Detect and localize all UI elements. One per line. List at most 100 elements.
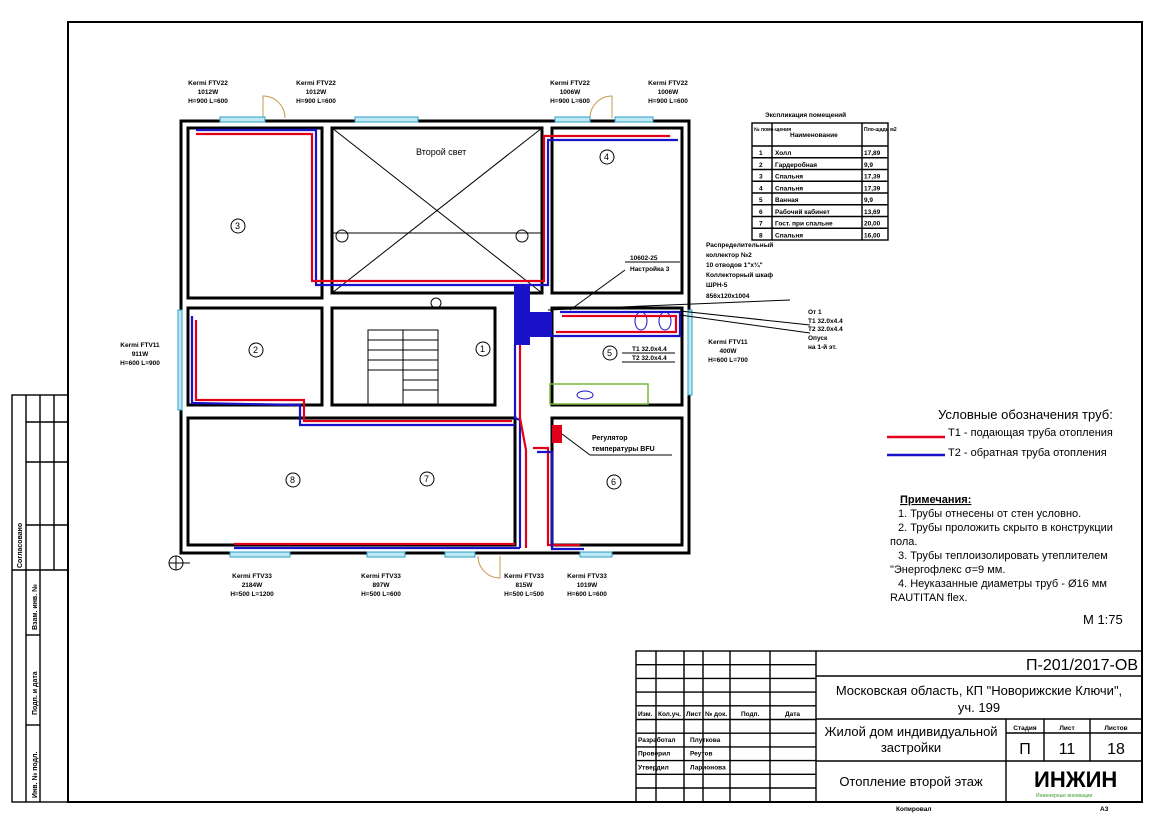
role-label: Проверил <box>638 751 670 758</box>
label: Kermi FTV22 <box>188 80 228 87</box>
label: Рабочий кабинет <box>775 208 830 216</box>
label: 1012W <box>306 89 327 96</box>
label: H=500 L=500 <box>504 591 544 598</box>
label: RAUTITAN flex. <box>890 592 967 604</box>
label: H=900 L=600 <box>296 98 336 105</box>
label: H=500 L=1200 <box>230 591 274 598</box>
label: H=500 L=600 <box>361 591 401 598</box>
label: температуры BFU <box>592 446 655 453</box>
sheet-title: Отопление второй этаж <box>839 774 983 789</box>
label: Пло-щадь м2 <box>864 127 897 133</box>
sheet-value: 11 <box>1059 741 1076 758</box>
room-number: 8 <box>290 475 295 485</box>
label: Холл <box>775 150 791 157</box>
room-numbers: 1 2 3 4 5 6 7 8 <box>230 149 622 490</box>
label: 20,00 <box>864 221 881 228</box>
label: Листов <box>1104 725 1127 732</box>
stamp-label: Взам. инв. № <box>31 584 39 630</box>
label: 1019W <box>577 582 598 589</box>
role-person: Плуткова <box>690 737 721 744</box>
label: ИНЖИН <box>1034 767 1117 792</box>
toilet <box>634 311 648 331</box>
label: 4. Неуказанные диаметры труб - Ø16 мм <box>898 578 1107 590</box>
valve-label: 10602-25 <box>630 255 658 262</box>
label: H=600 L=900 <box>120 360 160 367</box>
label: 6 <box>759 209 763 216</box>
column-header: Кол.уч. <box>658 711 681 718</box>
room-number: 1 <box>480 344 485 354</box>
column-header: № док. <box>705 711 727 718</box>
label: Распределительный <box>706 241 773 249</box>
label: Kermi FTV33 <box>504 573 544 580</box>
label: 9,9 <box>864 197 873 204</box>
explication-title: Экспликация помещений <box>765 111 846 119</box>
room-number: 5 <box>607 348 612 358</box>
label: "Энергофлекс σ=9 мм. <box>890 564 1005 576</box>
role-label: Разработал <box>638 736 676 744</box>
column-header: Изм. <box>638 711 653 718</box>
document-code: П-201/2017-ОВ <box>1026 657 1138 674</box>
label: Kermi FTV33 <box>567 573 607 580</box>
room-number: 2 <box>253 345 258 355</box>
label: 1012W <box>198 89 219 96</box>
stage-value: П <box>1019 741 1031 758</box>
label: 2. Трубы проложить скрыто в конструкции <box>898 522 1113 534</box>
column-header: Подп. <box>741 711 760 718</box>
building-line-2: застройки <box>881 740 941 755</box>
role-person: Ларионова <box>690 764 726 771</box>
label: 5 <box>759 197 763 204</box>
label: H=600 L=600 <box>567 591 607 598</box>
label: H=900 L=600 <box>550 98 590 105</box>
label: T1 32.0х4.4 <box>808 318 843 325</box>
label: 815W <box>516 582 534 589</box>
room-number: 3 <box>235 221 240 231</box>
notes-title: Примечания: <box>900 494 971 506</box>
label: ШРН-5 <box>706 282 728 289</box>
label: 4 <box>759 185 763 192</box>
staircase <box>367 297 442 406</box>
room-number: 7 <box>424 474 429 484</box>
title-block: Изм. Кол.уч. Лист № док. Подп. ДатаРазработал… <box>635 650 1143 813</box>
label: Стадия <box>1013 725 1037 732</box>
column-header: Лист <box>686 711 701 718</box>
label: 897W <box>373 582 391 589</box>
label: № поме-щения <box>754 127 791 133</box>
location-line-2: уч. 199 <box>958 700 1000 715</box>
label: Ванная <box>775 197 799 204</box>
side-stamp: Согласовано Взам. инв. № Подп. и дата Ин… <box>11 394 69 803</box>
label: Инженерные инновации <box>1036 793 1092 799</box>
label: Kermi FTV33 <box>361 573 401 580</box>
label: Kermi FTV11 <box>708 339 748 346</box>
legend-title: Условные обозначения труб: <box>938 407 1113 422</box>
label: 1006W <box>658 89 679 96</box>
label: Kermi FTV22 <box>648 80 688 87</box>
label: Kermi FTV11 <box>120 342 160 349</box>
label: T2 32.0х4.4 <box>632 355 667 362</box>
label: Спальня <box>775 174 803 181</box>
label: Спальня <box>775 185 803 192</box>
bathtub <box>549 383 649 405</box>
label: 17,39 <box>864 174 881 181</box>
label: Коллекторный шкаф <box>706 271 773 279</box>
label: Наименование <box>790 132 838 139</box>
legend-item-return: T2 - обратная труба отопления <box>948 447 1107 459</box>
label: H=600 L=700 <box>708 357 748 364</box>
label: на 1-й эт. <box>808 343 837 351</box>
label: 2184W <box>242 582 263 589</box>
label: Kermi FTV22 <box>550 80 590 87</box>
pipe-legend: Условные обозначения труб: T1 - подающая… <box>887 407 1113 459</box>
radiator-label-bottom-2: Kermi FTV33 897W H=500 L=600 <box>361 573 401 598</box>
label: 856х120х1004 <box>706 293 750 300</box>
column-header: Дата <box>785 711 800 718</box>
collector-riser <box>514 285 530 345</box>
